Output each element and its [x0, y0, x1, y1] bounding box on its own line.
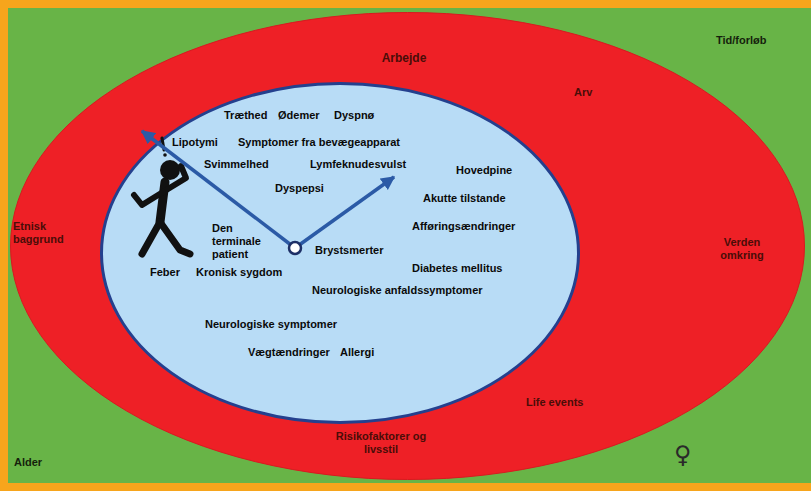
symptom-label: Neurologiske symptomer: [205, 318, 337, 331]
symptom-label: Brystsmerter: [315, 244, 383, 257]
clock-hand: [295, 177, 394, 248]
symptom-label: Feber: [150, 266, 180, 279]
symptom-label: Afføringsændringer: [412, 220, 515, 233]
symptom-label: Akutte tilstande: [423, 192, 506, 205]
symptom-label: Træthed: [224, 109, 267, 122]
clock-center: [289, 242, 301, 254]
symptom-label: Svimmelhed: [204, 158, 269, 171]
context-factor: Risikofaktorer og livsstil: [321, 430, 441, 456]
context-factor: Arbejde: [382, 52, 427, 65]
context-factor: Verden omkring: [702, 236, 782, 262]
context-factor: Life events: [526, 396, 583, 409]
corner-label: Alder: [14, 456, 42, 469]
symptom-label: Allergi: [340, 346, 374, 359]
corner-label: Tid/forløb: [716, 34, 767, 47]
symptom-ellipse: Træthed Ødemer DyspnøLipotymi Symptomer fra…: [100, 82, 580, 424]
context-factor: Arv: [574, 86, 592, 99]
symptom-label: Lymfeknudesvulst: [310, 158, 406, 171]
outer-field: Tid/forløbAlder ♀ ArbejdeArvVerden omkring…: [8, 8, 811, 483]
symptom-label: Dyspepsi: [275, 182, 324, 195]
symptom-label: Symptomer fra bevægeapparat: [238, 136, 400, 149]
symptom-label: Diabetes mellitus: [412, 262, 502, 275]
symptom-label: Vægtændringer: [248, 346, 330, 359]
symptom-label: Dyspnø: [334, 109, 374, 122]
stick-figure: [134, 138, 190, 254]
context-factor: Etnisk baggrund: [13, 220, 79, 246]
symptom-label: Hovedpine: [456, 164, 512, 177]
symptom-label: Neurologiske anfaldssymptomer: [312, 284, 483, 297]
symptom-label: Den terminale patient: [212, 222, 272, 261]
symptom-label: Lipotymi: [172, 136, 218, 149]
corner-label: ♀: [674, 442, 692, 468]
clock-hand: [142, 131, 295, 248]
context-ellipse: ArbejdeArvVerden omkringEtnisk baggrundL…: [10, 12, 805, 480]
symptom-label: Ødemer: [278, 109, 320, 122]
symptom-label: Kronisk sygdom: [196, 266, 282, 279]
